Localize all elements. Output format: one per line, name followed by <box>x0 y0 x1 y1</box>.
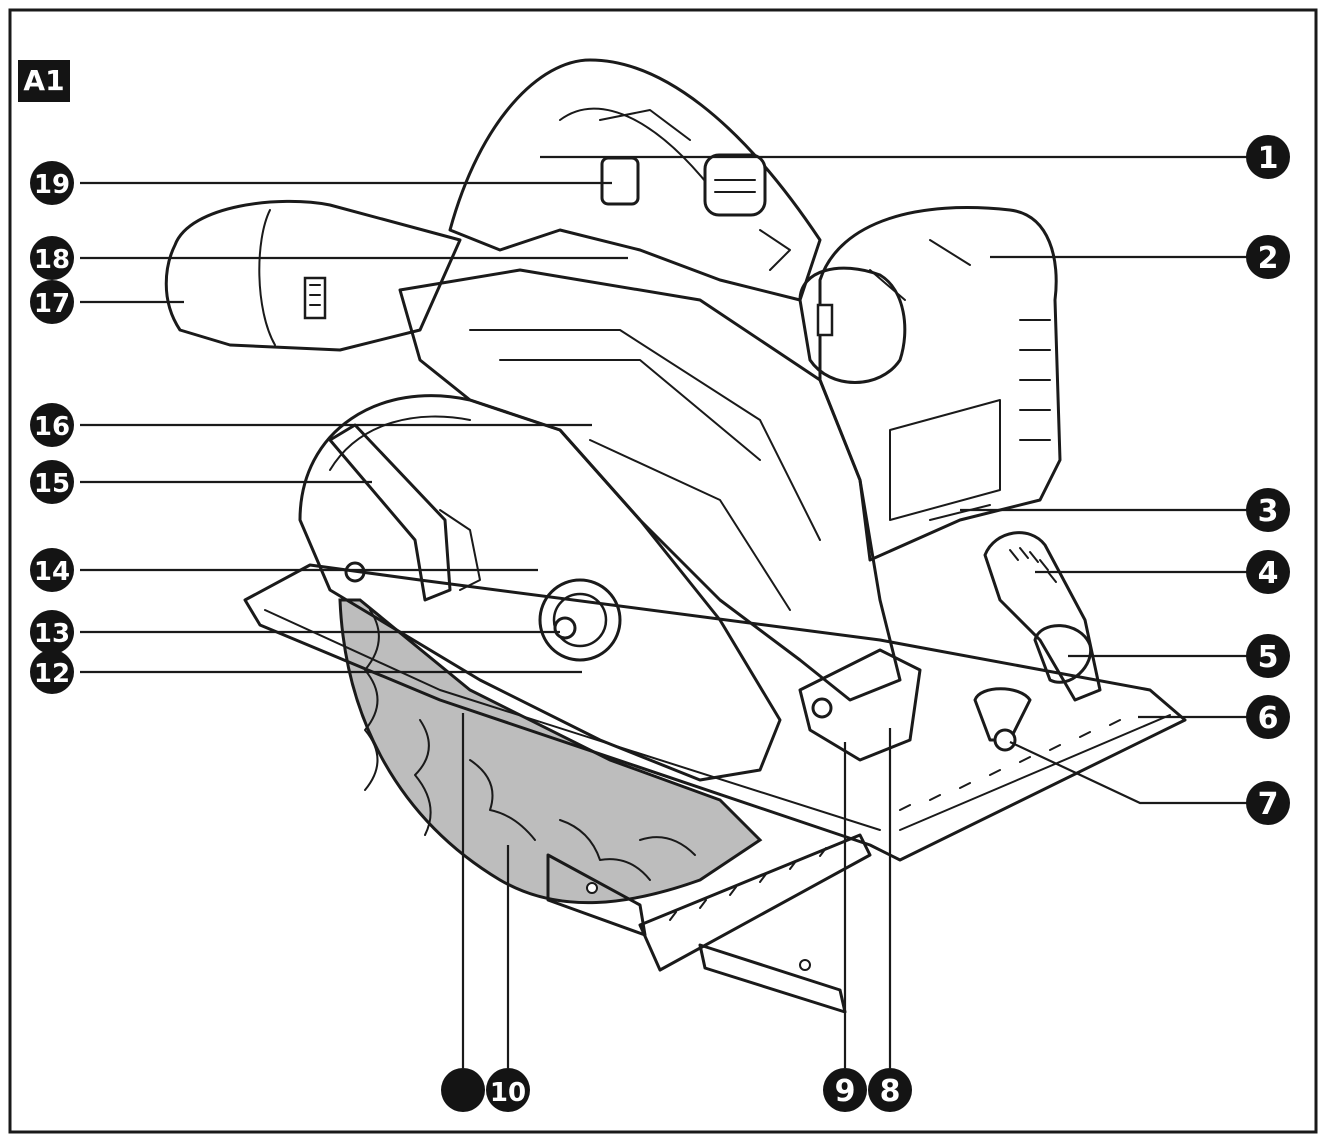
callout-5: 5 <box>1246 634 1290 678</box>
svg-text:A1: A1 <box>23 64 64 97</box>
svg-text:15: 15 <box>34 469 70 499</box>
figure-tag: A1 <box>18 60 70 102</box>
svg-text:18: 18 <box>34 245 70 275</box>
callout-18: 18 <box>30 236 74 280</box>
callout-17: 17 <box>30 280 74 324</box>
leader-lines <box>80 155 1250 1068</box>
saw-blade <box>338 598 763 905</box>
callout-11 <box>441 1068 485 1112</box>
callout-badges: 1 2 3 4 5 6 7 8 9 10 12 13 14 15 16 17 1… <box>30 135 1290 1112</box>
callout-1: 1 <box>1246 135 1290 179</box>
callout-13: 13 <box>30 610 74 654</box>
svg-text:10: 10 <box>490 1078 526 1108</box>
svg-text:13: 13 <box>34 619 70 649</box>
callout-19: 19 <box>30 161 74 205</box>
callout-8: 8 <box>868 1068 912 1112</box>
bevel-scale <box>983 531 1102 702</box>
svg-text:1: 1 <box>1258 141 1279 176</box>
svg-text:16: 16 <box>34 412 70 442</box>
svg-text:7: 7 <box>1258 787 1279 822</box>
leader-7 <box>1009 741 1250 805</box>
callout-2: 2 <box>1246 235 1290 279</box>
svg-text:5: 5 <box>1258 640 1279 675</box>
callout-15: 15 <box>30 460 74 504</box>
motor-housing <box>798 206 1062 562</box>
saw-illustration <box>164 58 1187 1014</box>
svg-text:12: 12 <box>34 659 70 689</box>
callout-10: 10 <box>486 1068 530 1112</box>
callout-12: 12 <box>30 650 74 694</box>
dust-port <box>164 199 462 352</box>
handle <box>448 58 822 302</box>
callout-14: 14 <box>30 548 74 592</box>
svg-text:8: 8 <box>880 1074 901 1109</box>
svg-text:17: 17 <box>34 289 70 319</box>
callout-3: 3 <box>1246 488 1290 532</box>
callout-4: 4 <box>1246 550 1290 594</box>
svg-text:2: 2 <box>1258 241 1279 276</box>
svg-text:4: 4 <box>1258 556 1279 591</box>
svg-text:14: 14 <box>34 557 70 587</box>
base-plate <box>243 563 1187 862</box>
callout-7: 7 <box>1246 781 1290 825</box>
figure-frame <box>8 8 1318 1134</box>
callout-9: 9 <box>823 1068 867 1112</box>
upper-housing <box>398 268 902 702</box>
svg-text:6: 6 <box>1258 701 1279 736</box>
svg-text:9: 9 <box>835 1074 856 1109</box>
callout-6: 6 <box>1246 695 1290 739</box>
callout-16: 16 <box>30 403 74 447</box>
svg-text:3: 3 <box>1258 494 1279 529</box>
svg-text:19: 19 <box>34 170 70 200</box>
